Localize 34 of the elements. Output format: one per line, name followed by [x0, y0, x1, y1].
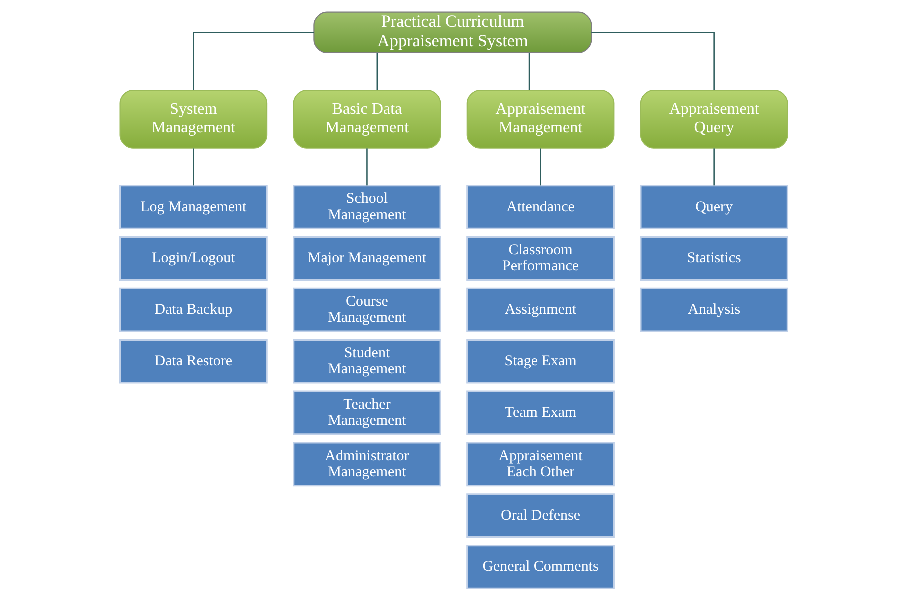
node-box: Statistics: [640, 236, 789, 281]
connector: [193, 148, 194, 186]
connector: [592, 32, 715, 90]
node-box: Teacher Management: [293, 390, 442, 436]
node-box: Practical Curriculum Appraisement System: [314, 12, 592, 54]
node-box: Stage Exam: [466, 339, 615, 384]
node-box: Login/Logout: [119, 236, 268, 281]
node-box: Appraisement Management: [466, 90, 615, 149]
node-box: Administrator Management: [293, 442, 442, 487]
node-box: Course Management: [293, 288, 442, 332]
connector: [376, 53, 378, 90]
node-box: Major Management: [293, 236, 442, 281]
node-box: Data Restore: [119, 339, 268, 384]
connector: [540, 148, 542, 186]
node-box: Attendance: [466, 185, 615, 230]
node-box: System Management: [120, 90, 268, 149]
connector: [193, 32, 314, 90]
connector: [366, 148, 368, 186]
node-box: Log Management: [119, 185, 268, 230]
node-box: Appraisement Query: [640, 90, 788, 149]
node-box: General Comments: [466, 545, 615, 590]
node-box: Assignment: [466, 288, 615, 332]
node-box: Query: [640, 185, 789, 230]
node-box: Appraisement Each Other: [466, 442, 615, 487]
node-box: Team Exam: [466, 390, 615, 436]
node-box: Data Backup: [119, 288, 268, 332]
node-box: Classroom Performance: [466, 236, 615, 281]
node-box: Analysis: [640, 288, 789, 332]
node-box: School Management: [293, 185, 442, 230]
node-box: Basic Data Management: [293, 90, 442, 149]
node-box: Oral Defense: [466, 494, 615, 538]
node-box: Student Management: [293, 339, 442, 384]
connector: [714, 148, 715, 186]
connector: [528, 53, 530, 90]
